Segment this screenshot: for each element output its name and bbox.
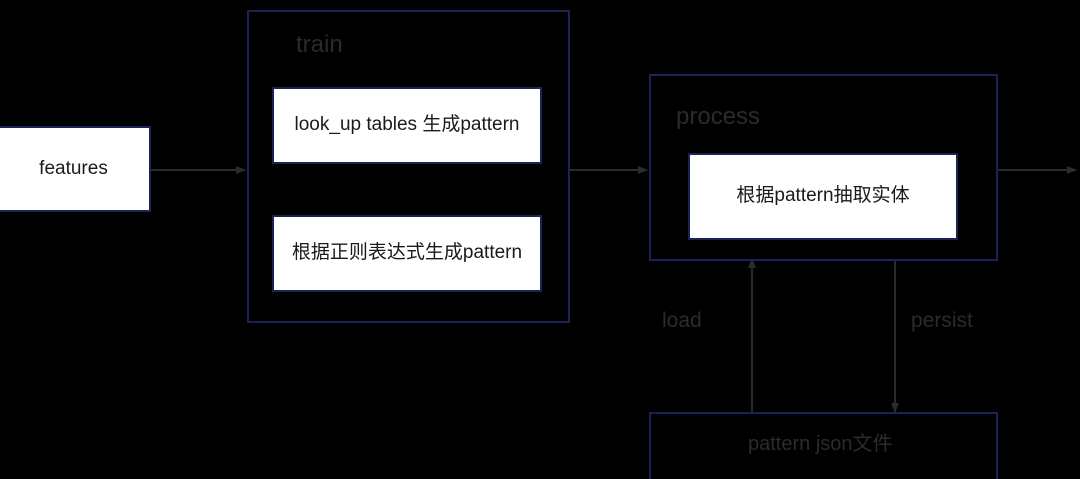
node-lookup-tables-label: look_up tables 生成pattern bbox=[294, 114, 520, 136]
node-lookup-tables[interactable]: look_up tables 生成pattern bbox=[272, 87, 542, 164]
group-process[interactable] bbox=[649, 74, 998, 261]
node-features[interactable]: features bbox=[0, 126, 151, 212]
node-extract-entity[interactable]: 根据pattern抽取实体 bbox=[688, 153, 958, 240]
edge-label-load: load bbox=[662, 309, 702, 332]
node-features-label: features bbox=[39, 157, 108, 179]
node-regex-pattern[interactable]: 根据正则表达式生成pattern bbox=[272, 215, 542, 292]
group-train-title: train bbox=[296, 31, 343, 58]
group-train[interactable] bbox=[247, 10, 570, 323]
node-pattern-json-store-label: pattern json文件 bbox=[748, 433, 893, 455]
node-regex-pattern-label: 根据正则表达式生成pattern bbox=[291, 242, 523, 264]
edge-label-persist: persist bbox=[911, 309, 973, 332]
group-process-title: process bbox=[676, 103, 761, 130]
node-pattern-json-store[interactable] bbox=[649, 412, 998, 479]
node-extract-entity-label: 根据pattern抽取实体 bbox=[736, 185, 910, 207]
